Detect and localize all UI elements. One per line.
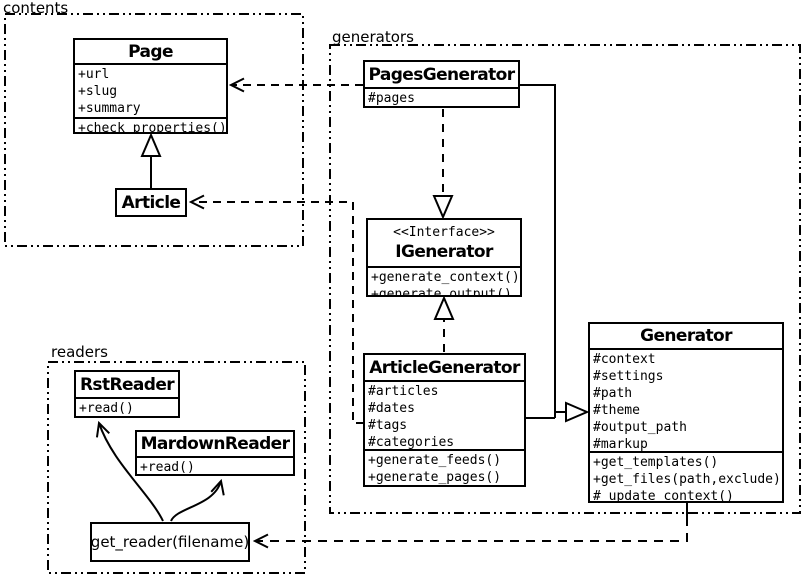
methods-section: +read() xyxy=(76,397,178,416)
class-method: +get_files(path,exclude) xyxy=(593,472,781,487)
class-box-igenerator: <<Interface>> IGenerator +generate_conte… xyxy=(366,218,522,297)
class-method: +generate_pages() xyxy=(368,470,502,485)
class-attribute: #pages xyxy=(368,91,415,106)
class-box-mardownreader: MardownReader +read() xyxy=(135,430,295,476)
function-box-get-reader: get_reader(filename) xyxy=(90,522,250,562)
attributes-section: +url +slug +summary xyxy=(75,63,226,117)
methods-section: +check_properties() xyxy=(75,117,226,132)
package-contents-label: contents xyxy=(1,0,71,17)
class-attribute: #articles xyxy=(368,384,439,399)
class-method: +generate_context() xyxy=(371,270,520,285)
package-generators-label: generators xyxy=(330,28,416,46)
class-name-generator: Generator xyxy=(640,326,732,346)
class-attribute: #output_path xyxy=(593,420,687,435)
methods-section: +generate_feeds() +generate_pages() xyxy=(365,449,524,485)
class-box-generator: Generator #context #settings #path #them… xyxy=(588,322,784,503)
class-name-articlegenerator: ArticleGenerator xyxy=(369,357,520,378)
class-attribute: #tags xyxy=(368,418,408,433)
class-box-articlegenerator: ArticleGenerator #articles #dates #tags … xyxy=(363,353,526,487)
class-name-rstreader: RstReader xyxy=(79,374,175,395)
class-attribute: #path xyxy=(593,386,633,401)
class-method: +check_properties() xyxy=(78,121,226,132)
interface-title-section: <<Interface>> IGenerator xyxy=(368,220,520,266)
class-method: +read() xyxy=(79,401,134,416)
class-box-rstreader: RstReader +read() xyxy=(74,370,180,418)
class-box-pagesgenerator: PagesGenerator #pages xyxy=(363,60,520,108)
arrow-getreader-to-mardownreader xyxy=(170,481,221,522)
class-name-igenerator: IGenerator xyxy=(395,242,493,262)
package-readers-label: readers xyxy=(49,343,110,361)
class-attribute: #categories xyxy=(368,435,455,449)
class-attribute: #settings xyxy=(593,369,664,384)
methods-section: +read() xyxy=(137,456,293,474)
attributes-section: #articles #dates #tags #categories xyxy=(365,380,524,449)
methods-section: +generate_context() +generate_output() xyxy=(368,266,520,295)
class-method: +generate_output() xyxy=(371,287,512,295)
class-box-article: Article xyxy=(115,188,187,217)
class-box-page: Page +url +slug +summary +check_properti… xyxy=(73,38,228,134)
class-attribute: +slug xyxy=(78,84,118,99)
class-attribute: #context xyxy=(593,352,656,367)
arrow-generators-extend-generator xyxy=(520,84,587,418)
methods-section: +get_templates() +get_files(path,exclude… xyxy=(590,451,782,501)
function-label: get_reader(filename) xyxy=(90,533,250,551)
class-method: #_update_context() xyxy=(593,489,734,501)
class-method: +read() xyxy=(140,460,195,474)
arrow-articlegenerator-depends-article xyxy=(191,202,364,424)
class-method: +generate_feeds() xyxy=(368,453,502,468)
class-attribute: +summary xyxy=(78,101,141,116)
attributes-section: #context #settings #path #theme #output_… xyxy=(590,348,782,451)
class-attribute: #markup xyxy=(593,437,648,451)
class-attribute: #dates xyxy=(368,401,415,416)
class-name-pagesgenerator: PagesGenerator xyxy=(368,64,515,85)
arrow-generator-depends-getreader xyxy=(255,503,688,541)
class-attribute: #theme xyxy=(593,403,640,418)
class-name-mardownreader: MardownReader xyxy=(140,434,290,454)
class-method: +get_templates() xyxy=(593,455,719,470)
class-name-article: Article xyxy=(121,192,181,213)
class-name-page: Page xyxy=(128,41,173,62)
interface-stereotype: <<Interface>> xyxy=(393,225,495,240)
attributes-section: #pages xyxy=(365,87,518,106)
class-attribute: +url xyxy=(78,67,110,82)
